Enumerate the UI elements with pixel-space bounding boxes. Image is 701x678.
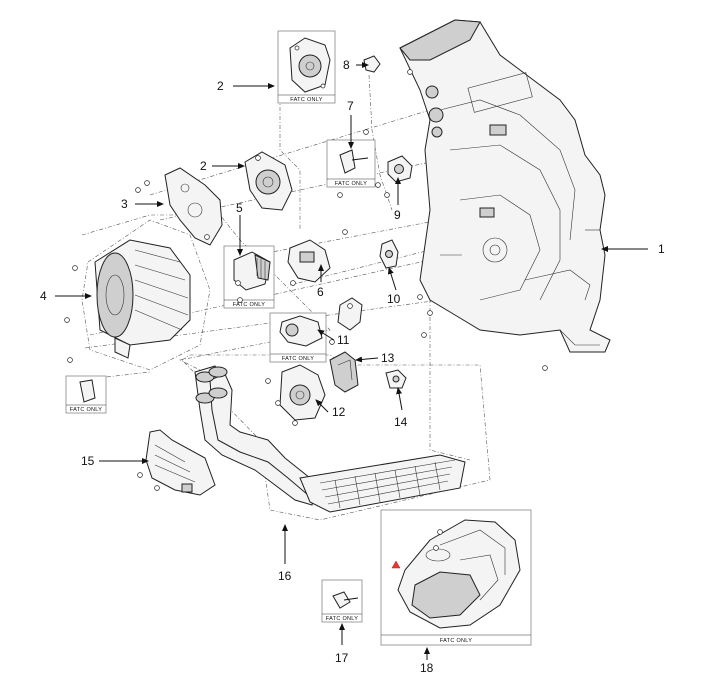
fatc-label: FATC ONLY [282,356,314,362]
callout-7: 7 [347,99,354,113]
connector-8 [363,55,381,73]
mode-lever-assembly [244,151,293,211]
aspirator-duct-fatc [391,519,521,629]
callout-5: 5 [236,201,243,215]
callout-2a: 2 [217,79,224,93]
callout-16: 16 [278,569,292,583]
linkage-plate [164,167,223,246]
fatc-label: FATC ONLY [335,181,367,187]
callout-8: 8 [343,58,350,72]
callout-3: 3 [121,197,128,211]
leader-lines [55,62,648,660]
callout-18: 18 [420,661,434,675]
callout-9: 9 [394,208,401,222]
duct-sensor-fatc [332,591,359,609]
blower-resistor [287,239,331,283]
temp-actuator-fatc [279,315,323,347]
sensor-7 [339,149,369,174]
callout-13: 13 [381,351,395,365]
callout-6: 6 [317,285,324,299]
power-mosfet [233,251,271,291]
fatc-label: FATC ONLY [233,302,265,308]
lever-10 [379,239,399,269]
callout-11: 11 [337,333,350,347]
temp-door-actuator [279,364,326,421]
callout-14: 14 [394,415,408,429]
screws [64,69,548,551]
cover-plate [337,297,363,331]
heater-core [194,365,466,513]
clip-14 [385,369,407,389]
fatc-label: FATC ONLY [70,407,102,413]
mode-actuator-fatc [289,37,331,93]
callout-labels: 1 2 2 3 4 5 6 7 8 9 10 11 12 13 14 15 16… [40,58,665,675]
callout-1: 1 [658,242,665,256]
callout-10: 10 [387,292,401,306]
heater-case [399,19,611,353]
callout-15: 15 [81,454,95,468]
fatc-label: FATC ONLY [326,616,358,622]
callout-12: 12 [332,405,346,419]
heater-pipe-cover [145,429,216,496]
blower-motor [81,219,211,371]
callout-17: 17 [335,651,349,665]
bracket-fatc [79,379,96,403]
callout-4: 4 [40,289,47,303]
callout-2b: 2 [200,159,207,173]
fatc-label: FATC ONLY [290,97,322,103]
fatc-label: FATC ONLY [440,638,472,644]
intake-actuator [387,155,413,183]
duct-seal-13 [329,351,359,393]
